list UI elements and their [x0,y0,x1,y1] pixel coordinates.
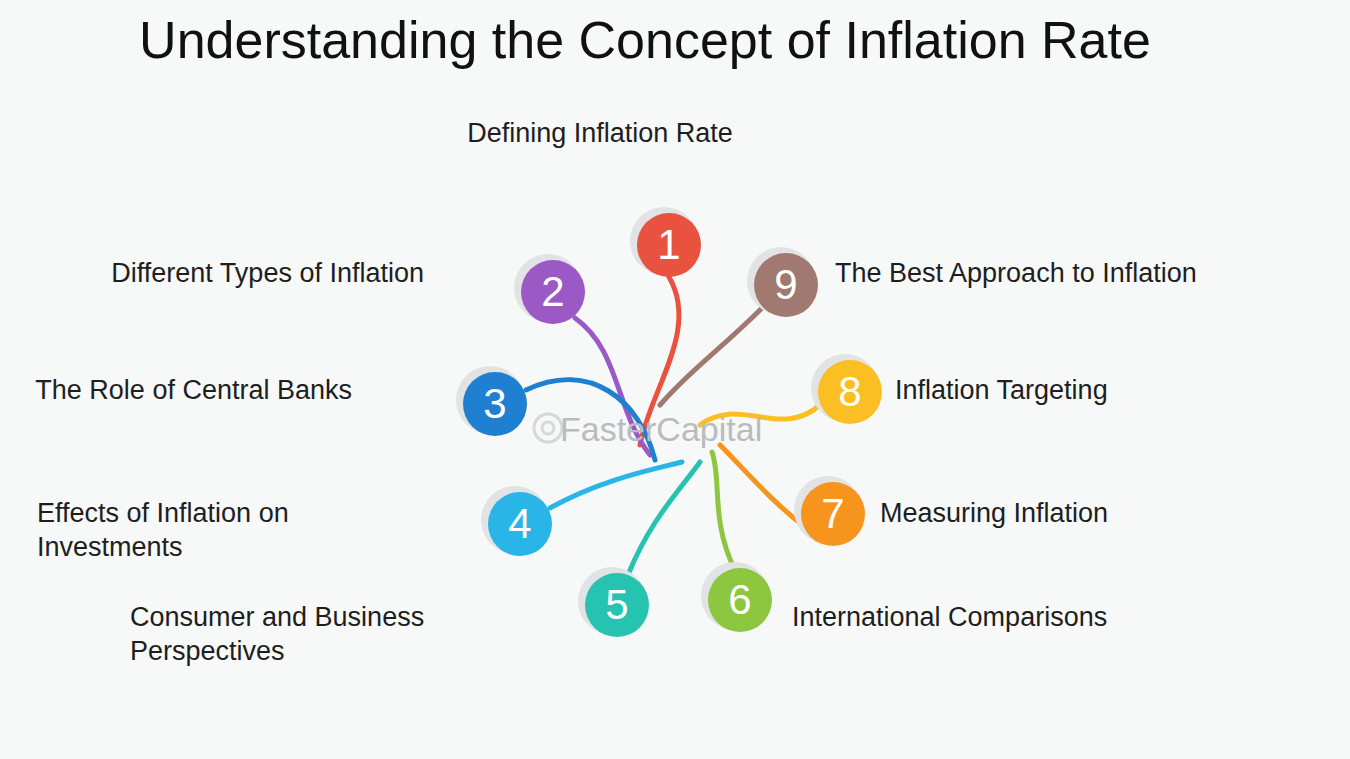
swirl-ribbon [720,445,806,528]
swirl-ribbon [660,308,762,405]
topic-label: The Best Approach to Inflation [835,256,1197,290]
topic-label: Inflation Targeting [895,373,1108,407]
number-circle: 3The Role of Central Banks [463,372,527,436]
swirl-ribbon [712,452,735,570]
number-circle: 8Inflation Targeting [818,360,882,424]
topic-label: International Comparisons [792,600,1107,634]
watermark: FasterCapital [560,410,762,449]
callout-number: 8 [818,360,882,424]
number-circle: 7Measuring Inflation [801,482,865,546]
number-circle: 2Different Types of Inflation [521,260,585,324]
number-circle: 4Effects of Inflation on Investments [488,492,552,556]
callout-number: 9 [754,253,818,317]
callout-number: 7 [801,482,865,546]
number-circle: 6International Comparisons [708,568,772,632]
watermark-gear [534,414,562,442]
topic-label: Different Types of Inflation [111,256,424,290]
callout-number: 4 [488,492,552,556]
callout-number: 2 [521,260,585,324]
topic-label: Defining Inflation Rate [467,116,733,150]
callout-number: 3 [463,372,527,436]
topic-label: The Role of Central Banks [35,373,352,407]
number-circle: 9The Best Approach to Inflation [754,253,818,317]
topic-label: Consumer and Business Perspectives [130,600,470,668]
topic-label: Measuring Inflation [880,496,1108,530]
swirl-ribbon [550,462,682,508]
diagram-title: Understanding the Concept of Inflation R… [0,10,1290,70]
topic-label: Effects of Inflation on Investments [37,496,357,564]
callout-number: 6 [708,568,772,632]
callout-number: 1 [637,213,701,277]
number-circle: 5Consumer and Business Perspectives [585,573,649,637]
number-circle: 1Defining Inflation Rate [637,213,701,277]
swirl-ribbon [628,462,700,575]
callout-number: 5 [585,573,649,637]
